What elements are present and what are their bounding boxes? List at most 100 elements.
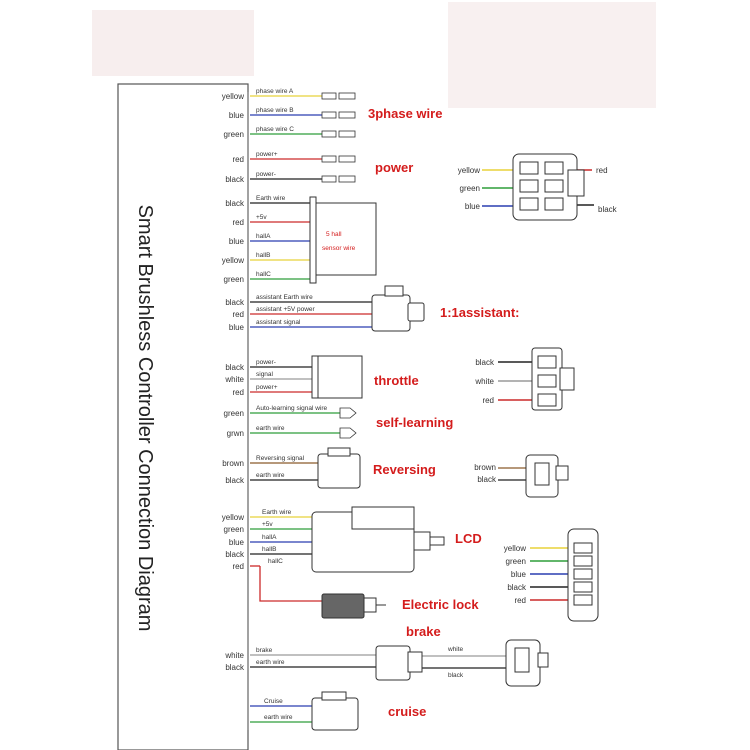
terminal-sleeve [338,155,356,163]
section-label-brake: brake [406,624,441,639]
phase-terminal [321,130,337,138]
brake-right-pin [514,647,530,673]
color-label-lcd: yellow [222,513,244,522]
color-label-throttle: black [225,363,245,372]
wire-label-assist: assistant Earth wire [256,294,313,301]
wire-label-throttle: power+ [256,384,278,391]
connector-pin [519,161,539,175]
learning-terminal [339,427,357,439]
color-label-brake: white [224,651,244,660]
wire-label-lcd: Earth wire [262,509,292,516]
connector-pin [573,542,593,554]
wire-label-hall: hallC [256,271,271,278]
section-label-lock: Electric lock [402,597,479,612]
connector-color-label: red [514,596,526,605]
wire-label-hall: hallA [256,233,271,240]
color-label-hall: yellow [222,256,244,265]
connector-pin [544,179,564,193]
assist-connector-latch [407,302,425,322]
connector-pin [573,594,593,606]
color-label-assist: red [232,310,244,319]
wire-label-hall: +5v [256,214,267,221]
wire-label-cruise: earth wire [264,714,293,721]
terminal-sleeve [338,130,356,138]
hall-connector-strip [309,196,317,284]
brake-connector-latch [407,651,423,673]
wire-label-phase: phase wire B [256,107,294,114]
wire-label-power: power- [256,171,276,178]
wire-lock [259,566,322,602]
electric-lock-body [321,593,365,619]
terminal-sleeve [338,92,356,100]
lcd-connector-tab [413,531,431,551]
connector-latch [567,169,585,197]
wire-label-lcd: +5v [262,521,273,528]
wire-label-throttle: power- [256,359,276,366]
section-label-lcd: LCD [455,531,482,546]
color-label-reversing: brown [222,459,244,468]
section-label-power: power [375,160,413,175]
reversing-right-pin [534,462,550,486]
connector-pin [519,179,539,193]
connector-color-label: red [596,166,608,175]
wire-label-power: power+ [256,151,278,158]
learning-terminal [339,407,357,419]
section-label-phase: 3phase wire [368,106,442,121]
wire-label-throttle: signal [256,371,274,378]
assist-connector [371,294,411,332]
connector-color-label: red [482,396,494,405]
wire-label-reversing: earth wire [256,472,285,479]
connector-color-label: brown [474,463,496,472]
section-label-self-learning: self-learning [376,415,453,430]
wire-label-lcd: hallA [262,534,277,541]
color-label-power: red [232,155,244,164]
connector-color-label: green [506,557,526,566]
connector-color-label: blue [465,202,481,211]
color-label-throttle: white [224,375,244,384]
color-label-assist: blue [229,323,245,332]
color-label-hall: black [225,199,245,208]
connector-pin [537,393,557,407]
wire-label-phase: phase wire C [256,126,294,133]
connector-color-label: green [460,184,480,193]
throttle-connector-strip [311,355,319,399]
connector-pin [573,581,593,593]
color-label-phase: yellow [222,92,244,101]
connector-color-label: black [598,205,618,214]
brake-connector [375,645,411,681]
connector-pin [519,197,539,211]
color-label-brake: black [225,663,245,672]
phase-terminal [321,92,337,100]
color-label-self_learning: grwn [227,429,244,438]
cruise-connector-cap [321,691,347,701]
connector-color-label: black [475,358,495,367]
electric-lock-key [363,597,377,613]
wire-label-lcd: hallC [268,558,283,565]
lcd-connector-top [351,506,415,530]
color-label-lcd: red [232,562,244,571]
connector-pin [544,197,564,211]
controller-box [117,83,249,750]
wire-label-cruise: Cruise [264,698,283,705]
hall-box-label: sensor wire [322,245,356,252]
throttle-connector-body [317,355,363,399]
lcd-connector-pin [429,536,445,546]
wire-label-brake: earth wire [256,659,285,666]
wire-label-brake: brake [256,647,273,654]
terminal-sleeve [338,175,356,183]
section-label-throttle: throttle [374,373,419,388]
power-terminal [321,155,337,163]
brake-wire-label: black [448,672,464,679]
connector-pin [537,355,557,369]
section-label-assist: 1:1assistant: [440,305,519,320]
color-label-lcd: blue [229,538,245,547]
terminal-sleeve [338,111,356,119]
section-label-cruise: cruise [388,704,426,719]
color-label-lcd: black [225,550,245,559]
color-label-assist: black [225,298,245,307]
wire-label-phase: phase wire A [256,88,294,95]
connector-color-label: blue [511,570,527,579]
throttle-right-latch [559,367,575,391]
reversing-right-latch [555,465,569,481]
color-label-hall: blue [229,237,245,246]
